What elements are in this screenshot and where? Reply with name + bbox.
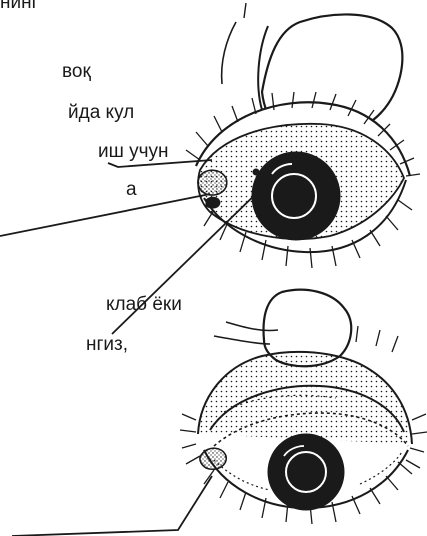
eyelid-icon — [198, 352, 412, 446]
pointer-line-4 — [12, 476, 212, 536]
eye-bottom — [180, 290, 427, 524]
pointer-line-2 — [0, 194, 210, 236]
